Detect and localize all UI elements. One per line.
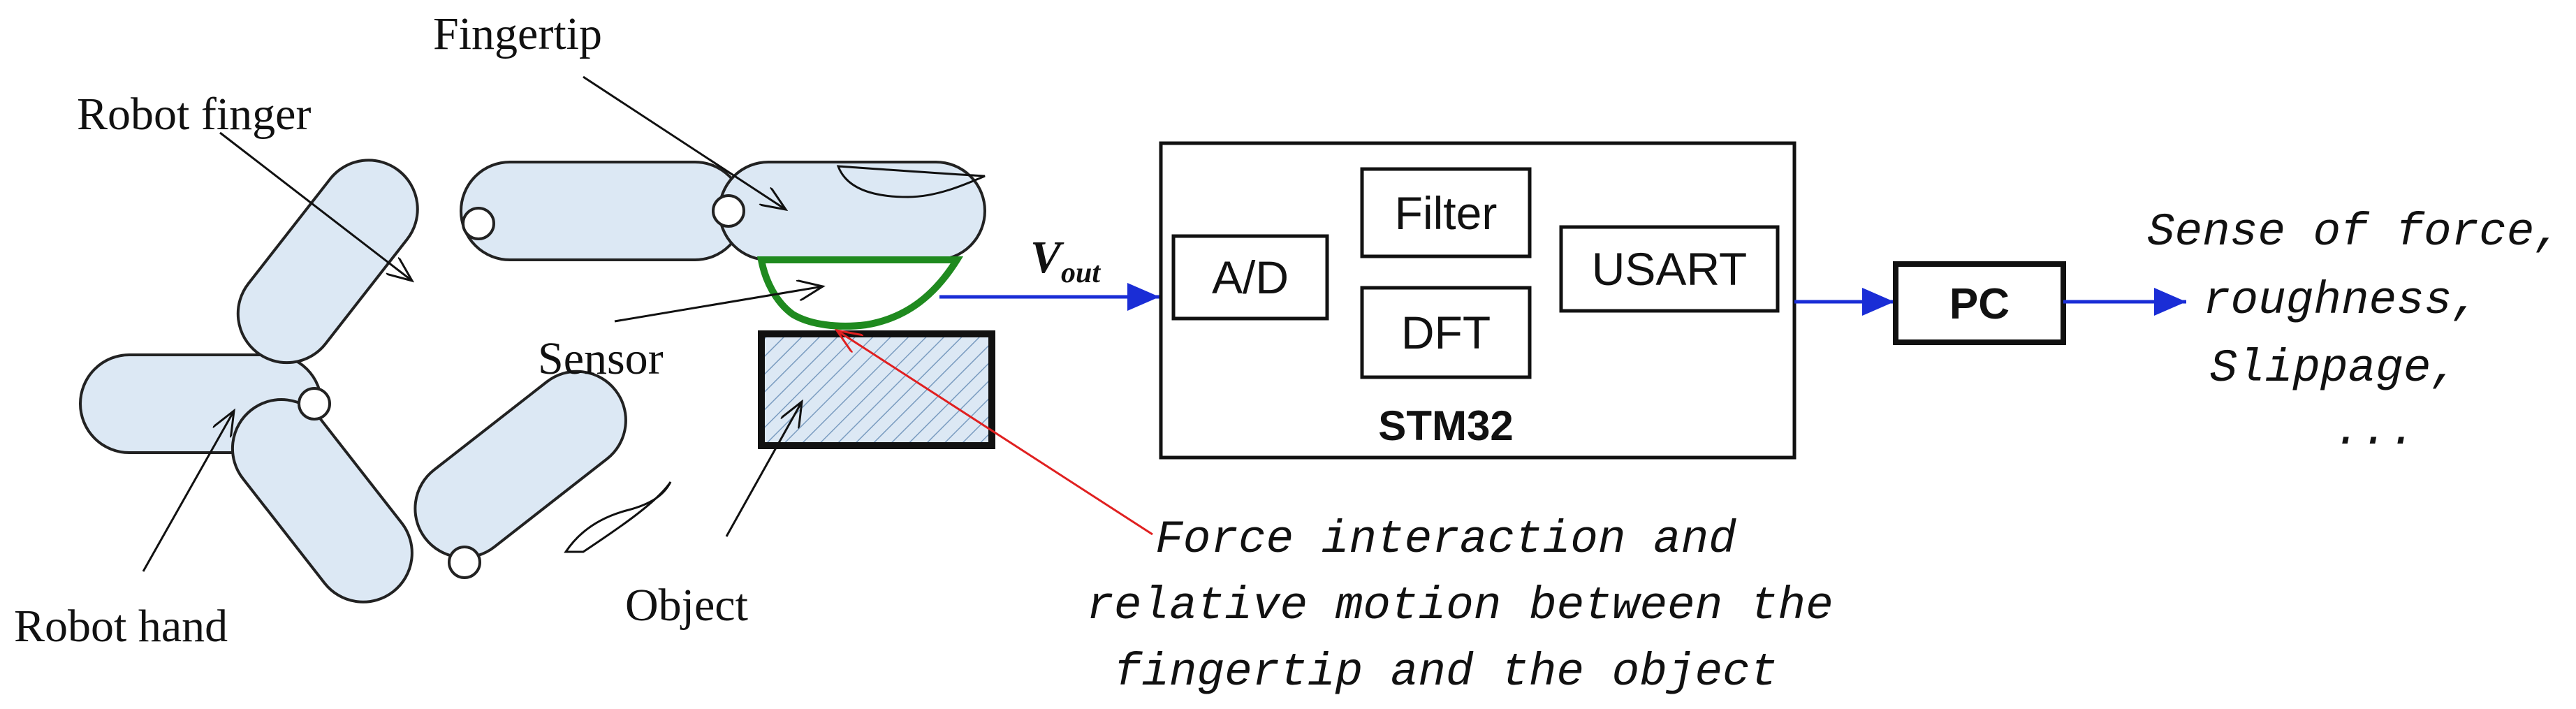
annotation-line-2: relative motion between the: [1086, 580, 1833, 632]
tactile-sensor: [757, 256, 964, 330]
vout-subscript: out: [1061, 257, 1101, 289]
vout-main: V: [1030, 232, 1064, 283]
lower-finger-segment-2: [414, 370, 627, 559]
object-block: [758, 330, 995, 449]
ad-block: [1171, 234, 1329, 321]
dft-label: DFT: [1401, 307, 1491, 358]
ad-label: A/D: [1212, 251, 1289, 303]
lower-finger-segment-1: [230, 398, 414, 604]
leader-robot-finger: [219, 131, 412, 281]
output-line-3: Slippage,: [2210, 342, 2459, 395]
leader-object: [725, 402, 802, 537]
dft-block: [1360, 286, 1532, 379]
label-vout: Vout: [1030, 232, 1101, 289]
upper-finger-segment-1: [236, 159, 419, 365]
joint-upper-2: [712, 194, 745, 228]
annotation-line-3: fingertip and the object: [1114, 646, 1778, 699]
output-line-1: Sense of force,: [2147, 206, 2562, 258]
filter-label: Filter: [1395, 187, 1498, 239]
label-robot-hand: Robot hand: [14, 601, 228, 652]
joint-upper-1: [462, 207, 495, 240]
fingertip-nail: [836, 165, 986, 198]
filter-block: [1360, 167, 1532, 258]
usart-label: USART: [1592, 243, 1748, 295]
stm32-label: STM32: [1378, 402, 1513, 449]
lower-finger-nail: [564, 481, 672, 553]
joint-lower-1: [448, 546, 481, 579]
pc-label: PC: [1949, 280, 2010, 328]
leader-sensor: [614, 286, 823, 323]
label-robot-finger: Robot finger: [77, 89, 311, 140]
label-fingertip: Fingertip: [433, 8, 602, 59]
fingertip-segment: [718, 161, 986, 261]
upper-finger-segment-2: [460, 161, 745, 261]
label-sensor: Sensor: [538, 333, 664, 384]
leader-robot-hand: [142, 411, 234, 572]
label-object: Object: [625, 580, 748, 631]
output-line-4: ...: [2334, 405, 2417, 458]
leader-fingertip: [583, 75, 786, 210]
output-line-2: roughness,: [2203, 275, 2480, 327]
leader-interaction: [837, 330, 1153, 536]
annotation-line-1: Force interaction and: [1155, 513, 1736, 566]
usart-block: [1559, 225, 1780, 313]
joint-wrist: [298, 387, 331, 421]
